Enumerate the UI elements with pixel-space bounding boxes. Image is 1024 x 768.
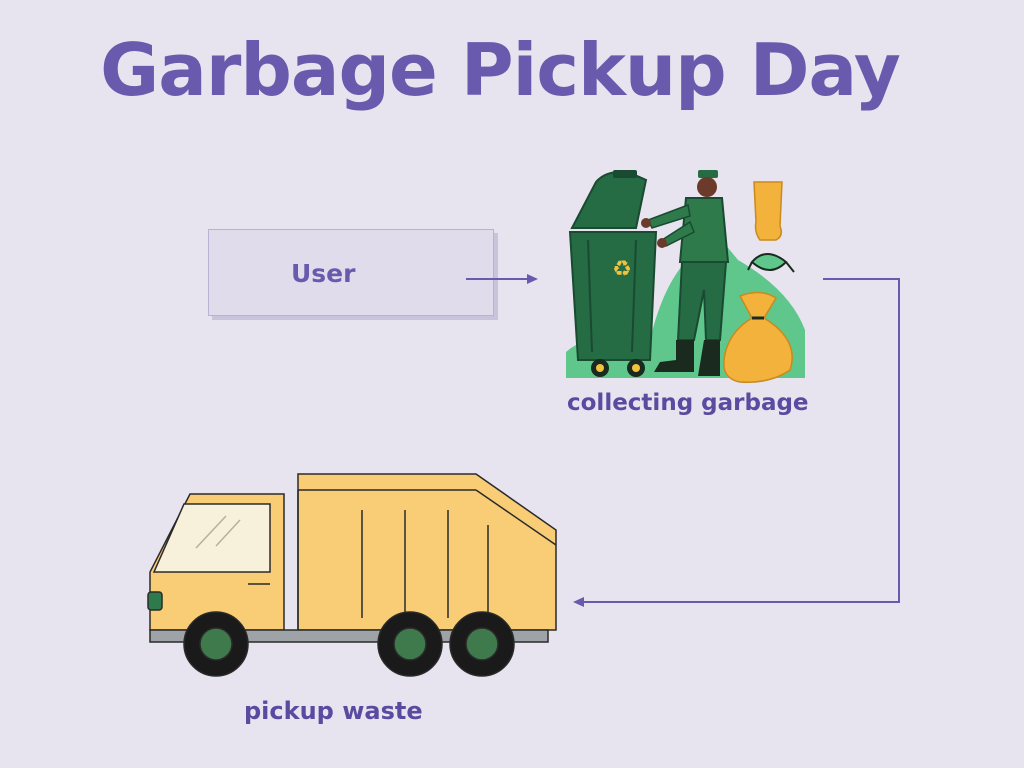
user-node-box (208, 229, 494, 316)
collecting-garbage-label: collecting garbage (567, 390, 809, 416)
arrow-user-to-collect (466, 274, 538, 284)
garbage-truck-illustration (147, 473, 557, 677)
garbage-collector-illustration: ♻ (566, 170, 805, 383)
arrow-collect-to-pickup (573, 278, 900, 607)
pickup-waste-label: pickup waste (244, 697, 423, 725)
svg-text:♻: ♻ (612, 257, 632, 282)
user-node-label: User (291, 259, 356, 288)
diagram-title: Garbage Pickup Day (100, 28, 901, 112)
